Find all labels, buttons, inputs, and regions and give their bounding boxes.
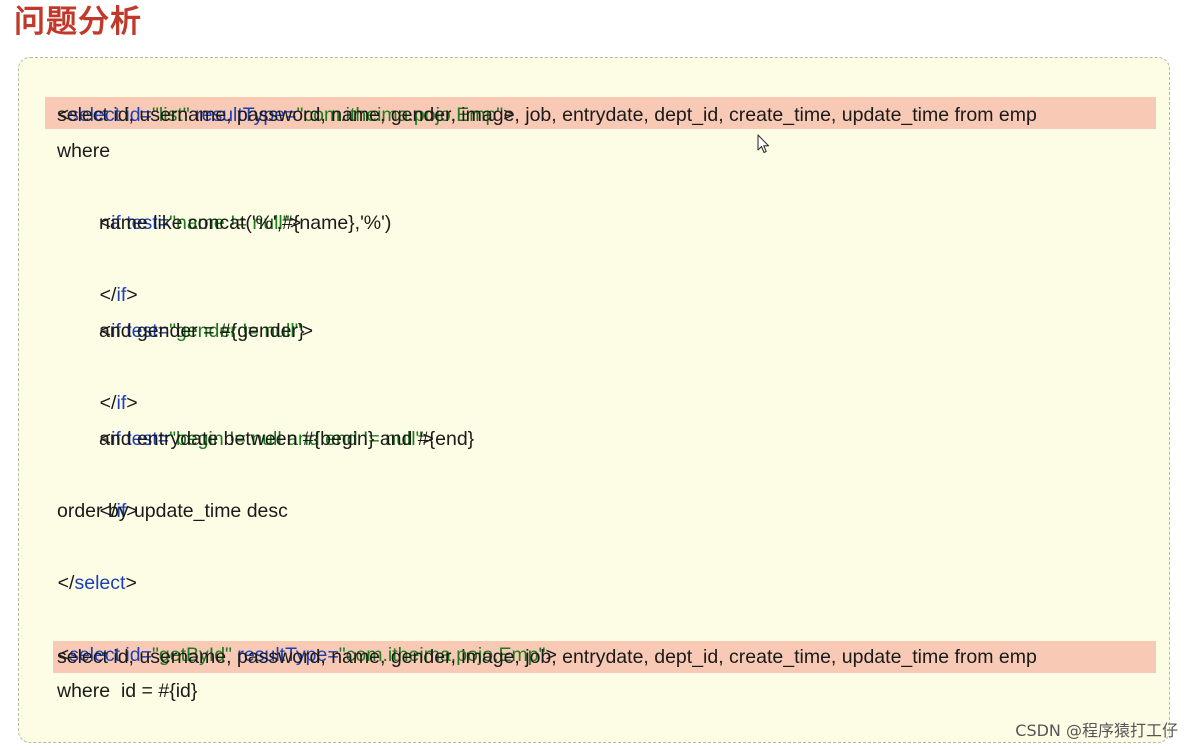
- code-line-order-by: order by update_time desc: [57, 500, 288, 522]
- tag-bracket: </: [57, 572, 75, 594]
- attr-name: id=: [120, 644, 152, 666]
- tag-name: if: [116, 500, 127, 522]
- tag-bracket: </: [99, 392, 117, 414]
- attr-value: "com.itheima.pojo.Emp": [338, 644, 546, 666]
- code-line-if-close: </if>: [78, 241, 138, 306]
- highlight-bar-list-select: [45, 97, 1156, 129]
- page-title: 问题分析: [14, 4, 142, 40]
- tag-name: if: [116, 284, 127, 306]
- code-line-select-columns-getbyid: select id, username, password, name, gen…: [57, 646, 1037, 668]
- attr-value: "list": [152, 104, 190, 126]
- tag-bracket: <: [99, 212, 112, 234]
- tag-bracket: >: [126, 284, 138, 306]
- code-line-select-close: </select>: [36, 709, 137, 745]
- attr-name: id=: [120, 104, 152, 126]
- attr-value: "begin != null and end != null": [169, 428, 423, 450]
- code-line-and-entrydate: and entrydate between #{begin} and #{end…: [99, 428, 475, 450]
- code-line-name-like: name like concat('%',#{name},'%'): [99, 212, 392, 234]
- code-line-select-columns: select id, username, password, name, gen…: [57, 104, 1037, 126]
- tag-bracket: <: [57, 104, 70, 126]
- tag-bracket: <: [99, 320, 112, 342]
- attr-name: test=: [120, 320, 170, 342]
- tag-bracket: <: [99, 428, 112, 450]
- tag-name: select: [74, 572, 126, 594]
- tag-name: if: [116, 392, 127, 414]
- attr-name: test=: [120, 212, 170, 234]
- code-line-where-id: where id = #{id}: [57, 680, 198, 702]
- attr-name: resultType=: [231, 644, 339, 666]
- tag-bracket: >: [422, 428, 434, 450]
- attr-value: "name != null": [169, 212, 290, 234]
- tag-name: select: [69, 104, 121, 126]
- tag-bracket: </: [99, 500, 117, 522]
- tag-bracket: >: [301, 320, 314, 342]
- code-block: <select id="list" resultType="com.itheim…: [18, 57, 1170, 743]
- tag-bracket: >: [545, 644, 557, 666]
- attr-value: "com.itheima.pojo.Emp": [296, 104, 504, 126]
- code-line-if-close: </if>: [78, 457, 138, 522]
- tag-bracket: >: [289, 212, 302, 234]
- code-line-and-gender: and gender = #{gender}: [99, 320, 305, 342]
- tag-name: if: [111, 212, 121, 234]
- code-line-select-getbyid-open: <select id="getById" resultType="com.ith…: [36, 601, 557, 666]
- code-line-if-name-open: <if test="name != null">: [78, 169, 301, 234]
- watermark: CSDN @程序猿打工仔: [1015, 721, 1178, 740]
- tag-name: if: [111, 320, 121, 342]
- tag-bracket: >: [503, 104, 515, 126]
- attr-name: test=: [120, 428, 170, 450]
- code-line-if-gender-open: <if test="gender != null">: [78, 277, 313, 342]
- tag-name: select: [69, 644, 121, 666]
- attr-value: "getById": [152, 644, 232, 666]
- tag-name: if: [111, 428, 121, 450]
- attr-value: "gender != null": [169, 320, 302, 342]
- tag-bracket: >: [126, 500, 138, 522]
- tag-bracket: </: [99, 284, 117, 306]
- code-line-select-list-open: <select id="list" resultType="com.itheim…: [36, 61, 515, 126]
- code-line-where: where: [57, 140, 111, 162]
- tag-bracket: >: [125, 572, 137, 594]
- mouse-pointer-icon: [757, 134, 770, 154]
- highlight-bar-getbyid-select: [53, 641, 1156, 673]
- code-line-select-close: </select>: [36, 529, 137, 594]
- attr-name: resultType=: [189, 104, 297, 126]
- code-line-if-begin-end-open: <if test="begin != null and end != null"…: [78, 385, 434, 450]
- code-line-if-close: </if>: [78, 349, 138, 414]
- tag-bracket: >: [126, 392, 138, 414]
- tag-bracket: <: [57, 644, 70, 666]
